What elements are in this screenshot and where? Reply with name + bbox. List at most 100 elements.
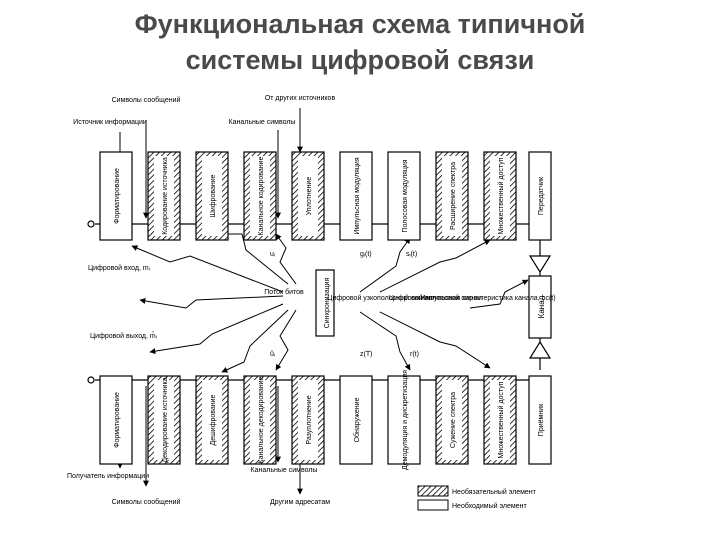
transmitter-block-label-bg bbox=[250, 156, 270, 236]
legend-optional-label: Необязательный элемент bbox=[452, 488, 537, 496]
receiver-block-label: Приёмник bbox=[538, 403, 545, 436]
transmitter-block: Передатчик bbox=[528, 151, 552, 241]
transmitter-block-label-bg bbox=[490, 156, 510, 236]
lightning-line bbox=[379, 311, 491, 369]
receiver-block: Декодирование источника bbox=[147, 375, 181, 465]
transmitter-block-label: Форматирование bbox=[114, 168, 121, 224]
from-other-sources-label: От других источников bbox=[265, 95, 336, 102]
receiver-chain: Форматирование Декодирование источника Деш… bbox=[99, 370, 552, 470]
receiver-block: Форматирование bbox=[99, 375, 133, 465]
channel-symbols-bottom-label: Канальные символы bbox=[251, 467, 318, 474]
transmitter-chain: Форматирование Кодирование источника Шифро… bbox=[99, 151, 552, 241]
transmitter-block-box bbox=[528, 151, 552, 241]
legend-required-swatch bbox=[417, 499, 449, 511]
lightning-line bbox=[359, 237, 411, 293]
receiver-block-label: Сужение спектра bbox=[450, 392, 457, 448]
u-hat-i-label: ûᵢ bbox=[270, 351, 275, 358]
g-t-label: gᵢ(t) bbox=[360, 251, 372, 258]
transmitter-block: Уплотнение bbox=[291, 151, 325, 241]
receiver-block-label: Обнаружение bbox=[353, 397, 361, 442]
title-line-2: системы цифровой связи bbox=[185, 45, 535, 75]
transmitter-block-label: Шифрование bbox=[210, 174, 217, 217]
receiver-block-label: Декодирование источника bbox=[162, 377, 169, 462]
receiver-block: Дешифрование bbox=[195, 375, 229, 465]
receiver-block-label-bg bbox=[490, 380, 510, 460]
output-terminal bbox=[87, 376, 95, 384]
lightning-line bbox=[379, 239, 491, 293]
transmitter-block-label: Кодирование источника bbox=[162, 157, 169, 235]
impulse-response-label: Импульсная характеристика канала, hc(t) bbox=[420, 295, 555, 302]
input-terminal bbox=[87, 220, 95, 228]
digital-baseband-label: Цифровой узкополосный сигнал bbox=[327, 294, 432, 302]
diagram-title: Функциональная схема типичной системы ци… bbox=[0, 6, 720, 78]
digital-output-label: Цифровой выход, m̂ᵢ bbox=[90, 332, 157, 340]
receiver-block-box bbox=[339, 375, 373, 465]
channel-symbols-top-label: Канальные символы bbox=[229, 119, 296, 126]
transmitter-block: Множественный доступ bbox=[483, 151, 517, 241]
sync-block-label: Синхронизация bbox=[324, 277, 331, 328]
transmitter-block-label: Множественный доступ bbox=[497, 157, 505, 234]
channel-block bbox=[528, 275, 552, 339]
channel-label: Канал bbox=[537, 295, 546, 318]
receiver-block-box bbox=[99, 375, 133, 465]
to-other-addressees-label: Другим адресатам bbox=[270, 499, 330, 506]
receiver-block-label: Множественный доступ bbox=[497, 381, 505, 458]
receiver-block: Канальное декодирование bbox=[243, 375, 277, 465]
receiver-block-label: Канальное декодирование bbox=[258, 376, 265, 463]
r-t-label: r(t) bbox=[410, 351, 419, 358]
digital-bandpass-label: Цифровой полосовой сигнал bbox=[389, 294, 483, 302]
receiver-block-label-bg bbox=[202, 380, 222, 460]
sync-lightning-lines bbox=[131, 231, 529, 373]
transmitter-block-label: Уплотнение bbox=[306, 177, 313, 216]
transmitter-block-label: Расширение спектра bbox=[450, 162, 457, 230]
receiver-block-label: Демодуляция и дискретизация bbox=[402, 370, 409, 470]
info-receiver-label: Получатель информации bbox=[67, 473, 149, 480]
transmitter-block-box bbox=[387, 151, 421, 241]
legend-optional-swatch bbox=[417, 485, 449, 497]
symbols-top-label: Символы сообщений bbox=[112, 96, 181, 104]
legend: Необязательный элемент Необходимый элеме… bbox=[417, 485, 537, 511]
transmitter-block-box bbox=[99, 151, 133, 241]
tx-antenna-icon bbox=[528, 255, 552, 274]
transmitter-block-label-bg bbox=[154, 156, 174, 236]
receiver-block-label: Форматирование bbox=[114, 392, 121, 448]
transmitter-block: Расширение спектра bbox=[435, 151, 469, 241]
lightning-line bbox=[221, 309, 289, 373]
lightning-line bbox=[139, 295, 284, 309]
annotations: Символы сообщений Источник информации От… bbox=[67, 95, 556, 506]
lightning-line bbox=[131, 245, 284, 293]
receiver-block-label: Дешифрование bbox=[210, 394, 217, 445]
lightning-line bbox=[275, 233, 297, 285]
receiver-block: Множественный доступ bbox=[483, 375, 517, 465]
transmitter-block-label: Полосовая модуляция bbox=[402, 159, 409, 232]
receiver-block-label-bg bbox=[298, 380, 318, 460]
receiver-block: Обнаружение bbox=[339, 375, 373, 465]
symbols-bottom-label: Символы сообщений bbox=[112, 498, 181, 506]
receiver-block-label: Разуплотнение bbox=[306, 395, 313, 444]
receiver-block: Сужение спектра bbox=[435, 375, 469, 465]
digital-input-label: Цифровой вход, mᵢ bbox=[88, 264, 150, 272]
lightning-line bbox=[469, 279, 529, 309]
receiver-block: Приёмник bbox=[528, 375, 552, 465]
transmitter-block: Импульсная модуляция bbox=[339, 151, 373, 241]
receiver-block-box bbox=[528, 375, 552, 465]
transmitter-block: Кодирование источника bbox=[147, 151, 181, 241]
receiver-block-label-bg bbox=[442, 380, 462, 460]
receiver-block-label-bg bbox=[154, 380, 174, 460]
transmitter-block-label: Передатчик bbox=[538, 176, 545, 215]
transmitter-block: Форматирование bbox=[99, 151, 133, 241]
transmitter-block: Канальное кодирование bbox=[243, 151, 277, 241]
receiver-block-label-bg bbox=[250, 380, 270, 460]
z-T-label: z(T) bbox=[360, 351, 372, 358]
receiver-block: Разуплотнение bbox=[291, 375, 325, 465]
transmitter-block: Шифрование bbox=[195, 151, 229, 241]
u-i-label: uᵢ bbox=[270, 251, 275, 258]
transmitter-block-label: Импульсная модуляция bbox=[354, 157, 361, 234]
title-line-1: Функциональная схема типичной bbox=[134, 9, 586, 39]
info-source-label: Источник информации bbox=[73, 119, 147, 126]
lightning-line bbox=[221, 231, 289, 285]
legend-required-label: Необходимый элемент bbox=[452, 502, 527, 510]
transmitter-block-box bbox=[339, 151, 373, 241]
transmitter-block-label: Канальное кодирование bbox=[258, 156, 265, 235]
